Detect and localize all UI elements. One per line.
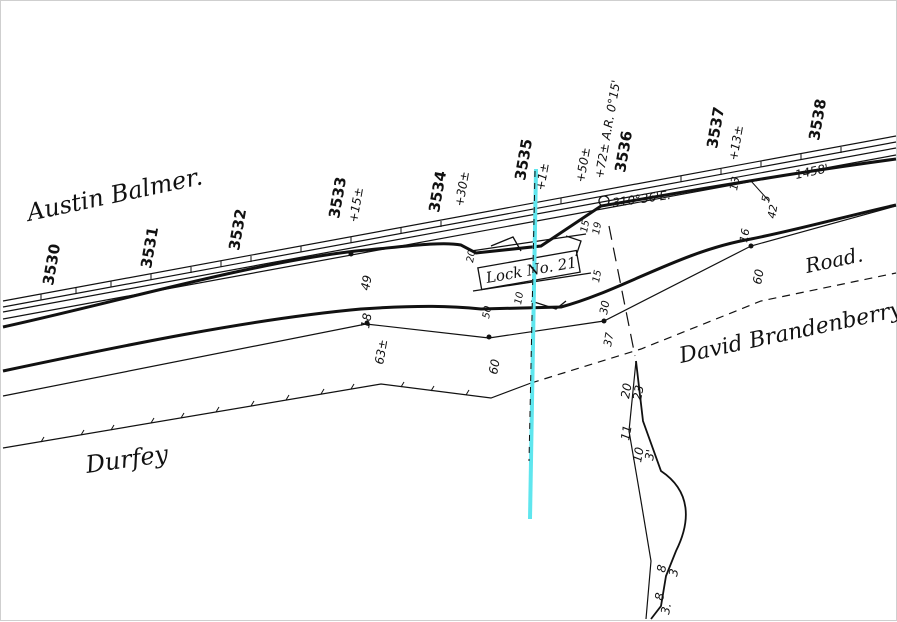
stream [635,360,687,620]
station-3538: 3538 [805,97,830,141]
road-south-dashed [530,272,897,384]
elev-3-b: 3 [666,568,681,578]
canal-south-bank [2,203,897,373]
elev-19: 19 [591,221,604,235]
elev-11: 11 [618,424,634,441]
owner-south-east-label: David Brandenberry. [676,296,897,369]
station-3531: 3531 [137,225,162,269]
elev-42: 42 [765,203,780,219]
boundary-line-2 [2,141,897,308]
monument-marker [598,195,610,207]
station-3536: 3536 [611,129,636,173]
elev-15-a: 15 [579,219,592,233]
bearing-label: 310°36'E. [611,188,671,210]
dashed-property-line [608,225,636,357]
elev-50: 50 [481,305,494,319]
elev-60-left: 60 [486,358,503,376]
canal-north-bank [2,157,897,329]
elev-23: 23 [630,384,646,401]
elev-15-b: 15 [591,269,604,283]
elev-18: 18 [358,312,375,330]
elev-60-right: 60 [750,268,767,286]
elev-3-a: 3' [642,448,658,461]
survey-points [348,243,754,340]
elev-63: 63± [372,338,390,365]
station-3530: 3530 [39,242,64,286]
elev-3-c: 3. [658,602,674,616]
dashed-centerline [528,170,536,462]
fence-line [2,382,532,449]
elev-10-a: 10 [513,291,526,305]
boundary-line-3 [2,147,897,313]
elev-37: 37 [601,331,616,347]
elev-20-a: 20 [465,249,478,263]
station-3537-plus: +13± [726,124,746,161]
lock-chamber [477,249,581,291]
station-3537: 3537 [703,105,728,149]
elevation-labels: 49 18 63± 60 30 37 16 42 60 5 13 15 19 5… [358,175,780,615]
station-3532: 3532 [225,207,250,251]
stream-left [628,360,652,620]
distance-label: 1458' [794,161,830,182]
boundary-line-1 [2,135,897,302]
boundary-ticks [40,147,842,300]
station-3535-plus: +1± [533,162,552,192]
station-3534-plus: +30± [452,170,472,207]
elev-16: 16 [737,227,752,243]
elev-8-a: 8 [654,563,669,573]
station-3535: 3535 [511,137,536,181]
highlight-marker-line [528,168,538,520]
road-north-line [2,205,897,397]
owner-south-west-label: Durfey [83,440,170,479]
station-3533: 3533 [325,175,350,219]
elev-20-b: 20 [618,382,635,400]
road-label: Road. [802,242,865,278]
elev-8-b: 8 [652,591,667,601]
offset-line-3537 [750,180,770,202]
station-3533-plus: +15± [346,186,366,223]
station-3534: 3534 [425,169,450,213]
elev-49: 49 [358,274,374,291]
station-3536-extra: +50± [573,146,593,183]
fence-ticks [40,381,470,443]
canal-boundary-lines [2,135,897,320]
elev-5: 5 [759,194,773,203]
elev-10-b: 10 [630,446,647,464]
elev-13: 13 [727,175,742,191]
lock-structure [470,195,610,310]
owner-north-label: Austin Balmer. [22,162,204,227]
elev-30: 30 [597,299,612,315]
